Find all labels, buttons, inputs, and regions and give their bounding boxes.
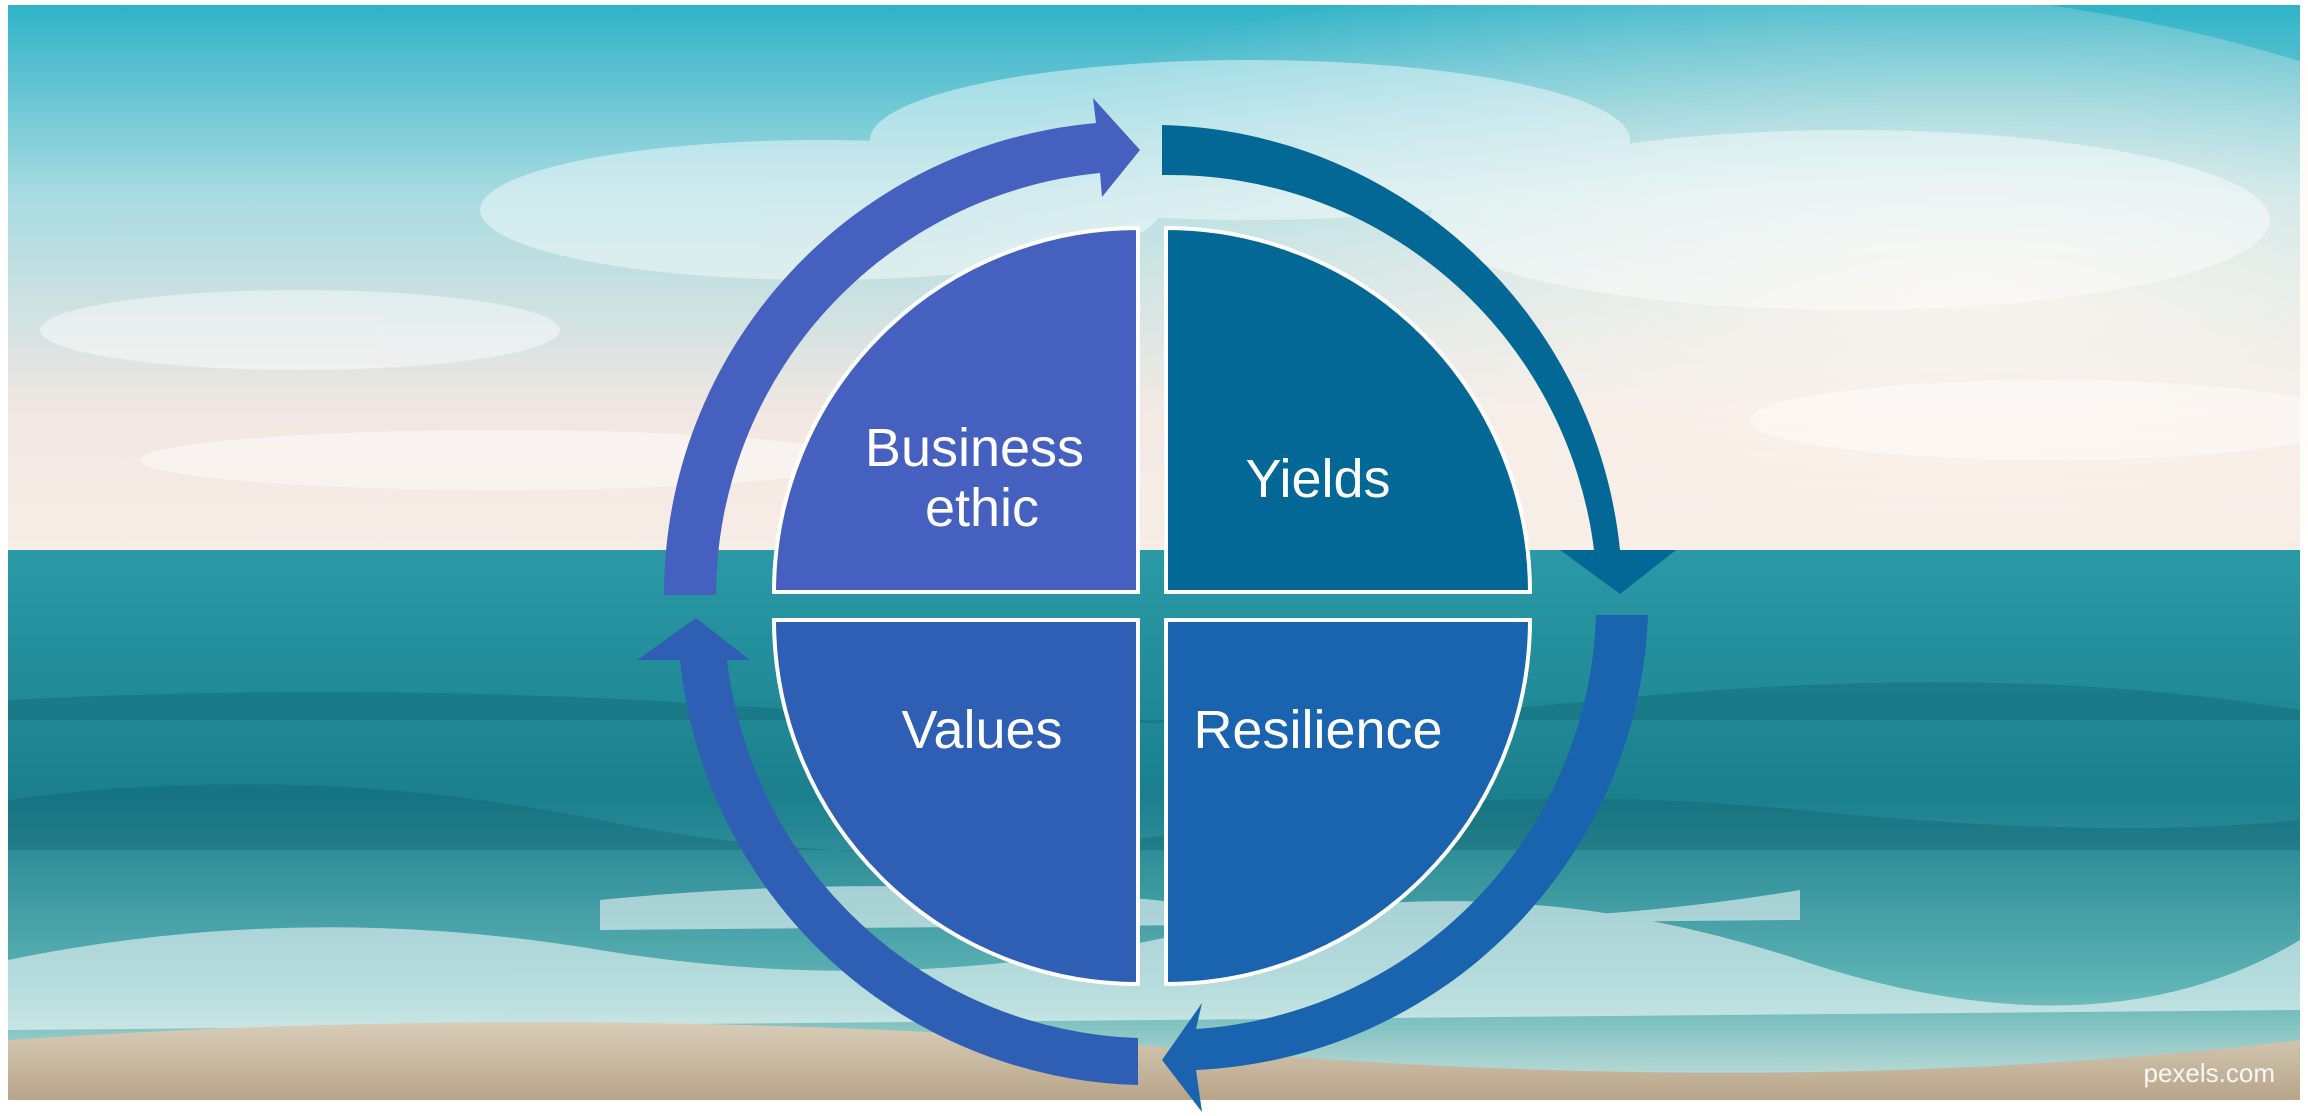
quadrant-yields[interactable] — [1164, 225, 1533, 594]
arrow-bottom-left — [637, 618, 1138, 1085]
quadrant-label-values: Values — [901, 700, 1062, 760]
cycle-arrows — [637, 98, 1676, 1112]
quadrant-business-ethic[interactable] — [771, 225, 1140, 594]
clouds — [40, 60, 2308, 490]
arrow-bottom-right — [1162, 615, 1648, 1112]
background-photo — [8, 0, 2308, 1100]
sand — [8, 1022, 2300, 1100]
waves — [8, 682, 2300, 853]
arrow-top-right — [1162, 125, 1676, 594]
watermark-text: pexels.com — [2144, 1058, 2276, 1088]
quadrant-values[interactable] — [771, 618, 1140, 987]
quadrant-label-resilience: Resilience — [1193, 700, 1442, 760]
quadrant-circle: Business ethic Yields Values Resilience — [771, 225, 1533, 987]
quadrant-label-business-ethic: Business ethic — [865, 418, 1099, 538]
arrow-top-left — [663, 98, 1140, 595]
quadrant-label-yields: Yields — [1245, 449, 1390, 509]
quadrant-resilience[interactable] — [1164, 618, 1533, 987]
